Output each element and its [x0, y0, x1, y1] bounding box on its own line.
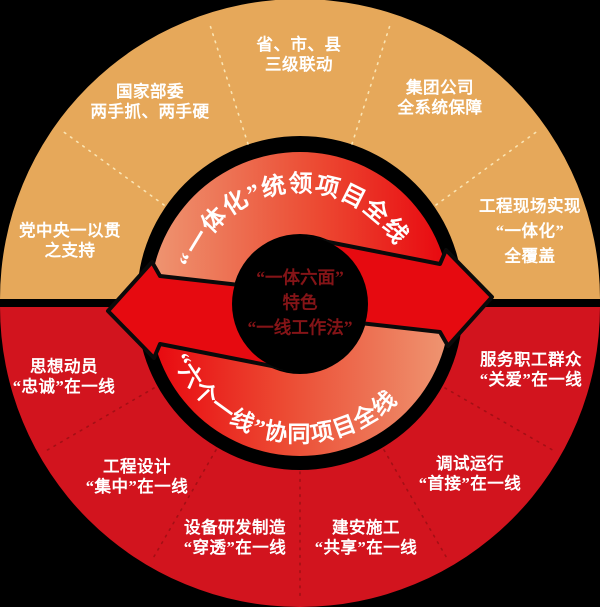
segment-label-line: 集团公司 — [406, 78, 474, 97]
segment-label-line: “一体化” — [495, 221, 565, 241]
segment-serving-staff: 服务职工群众 “关爱”在一线 — [480, 350, 583, 390]
segment-label-line: 建安施工 — [332, 518, 400, 537]
segment-state-ministries: 国家部委 两手抓、两手硬 — [91, 82, 210, 122]
segment-label-line: 服务职工群众 — [480, 350, 582, 369]
center-line-3: “一线工作法” — [247, 317, 353, 338]
segment-label-line: 全系统保障 — [397, 98, 483, 117]
segment-label-line: “穿透”在一线 — [183, 538, 287, 557]
segment-label-line: “关爱”在一线 — [479, 370, 583, 389]
segment-commissioning: 调试运行 “首接”在一线 — [419, 454, 522, 494]
center-circle — [232, 236, 368, 372]
segment-label-line: 两手抓、两手硬 — [90, 102, 210, 121]
segment-label-line: 省、市、县 — [256, 35, 342, 54]
segment-group-company: 集团公司 全系统保障 — [398, 78, 483, 118]
segment-separators-top — [60, 21, 540, 206]
segment-label-line: “共享”在一线 — [314, 538, 418, 557]
outer-ring-bottom-half — [0, 307, 600, 607]
center-line-1: “一体六面” — [256, 267, 344, 288]
segment-party-central: 党中央一以贯 之支持 — [19, 221, 121, 261]
center-line-2: 特色 — [282, 292, 318, 313]
segment-label-line: 思想动员 — [30, 357, 98, 376]
segment-label-line: 全覆盖 — [504, 246, 556, 266]
segment-engineering-design: 工程设计 “集中”在一线 — [86, 457, 189, 497]
segment-ideological-mobilization: 思想动员 “忠诚”在一线 — [13, 357, 116, 397]
segment-label-line: 党中央一以贯 — [19, 221, 121, 240]
segment-label-line: 之支持 — [44, 241, 96, 260]
outer-ring-top-half — [0, 0, 600, 299]
center-text: “一体六面” 特色 “一线工作法” — [248, 266, 353, 341]
segment-label-line: 调试运行 — [436, 454, 504, 473]
segment-separators-bottom — [43, 387, 557, 601]
segment-label-line: 工程设计 — [103, 457, 171, 476]
segment-label-line: “忠诚”在一线 — [12, 377, 116, 396]
segment-construction: 建安施工 “共享”在一线 — [315, 518, 418, 558]
segment-label-line: 国家部委 — [116, 82, 184, 101]
segment-label-line: “集中”在一线 — [85, 477, 189, 496]
segment-equipment-rd: 设备研发制造 “穿透”在一线 — [184, 518, 287, 558]
segment-project-site: 工程现场实现 “一体化” 全覆盖 — [479, 194, 581, 269]
segment-province-city-county: 省、市、县 三级联动 — [257, 35, 342, 75]
segment-label-line: 工程现场实现 — [479, 196, 581, 216]
segment-label-line: 三级联动 — [265, 55, 333, 74]
segment-label-line: “首接”在一线 — [418, 474, 522, 493]
segment-label-line: 设备研发制造 — [184, 518, 286, 537]
